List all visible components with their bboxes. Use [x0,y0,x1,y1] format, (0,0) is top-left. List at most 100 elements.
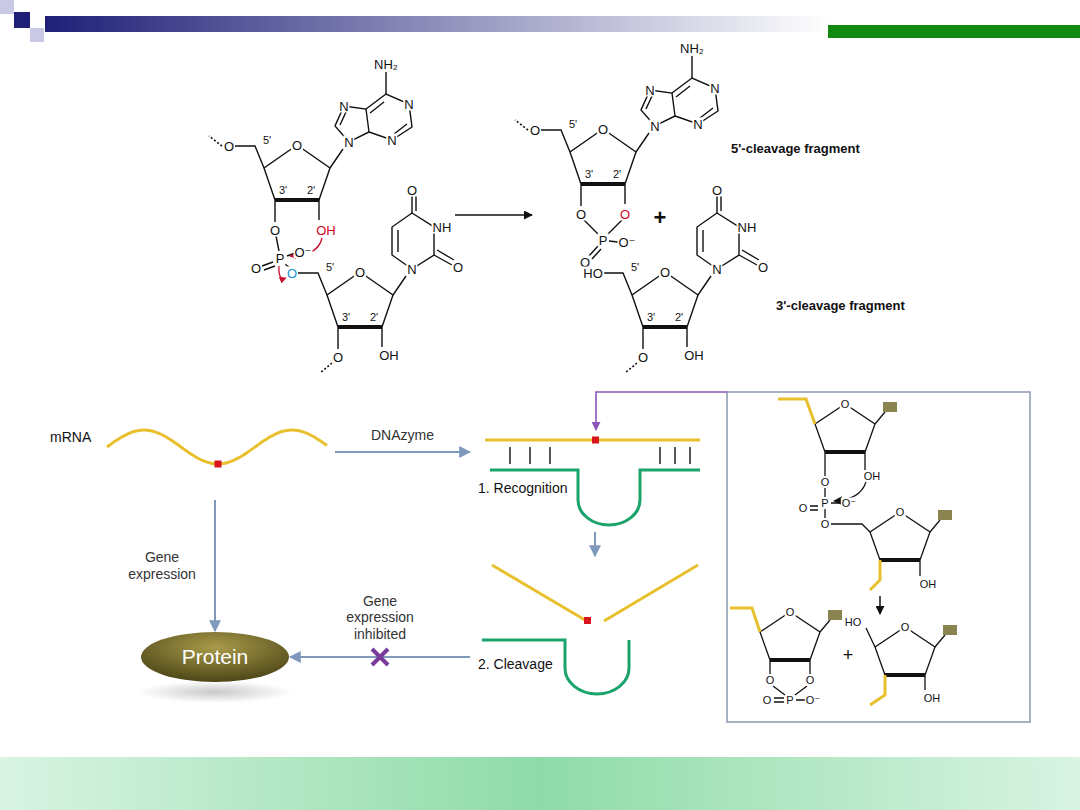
cleavage-site [592,437,599,444]
dnazyme-strand [490,470,700,525]
atom-label: O [619,208,631,221]
ribose-ring [815,402,897,452]
protein-ellipse: Protein [140,631,290,683]
node-label: 2. Cleavage [476,656,555,672]
atom-label: N [406,263,417,276]
atom-label: P [598,234,609,247]
atom-label: N [386,134,397,147]
position-label: 3' [646,312,656,323]
position-label: 3' [584,169,594,180]
atom-label: P [785,695,794,706]
chain-continuation [625,363,637,373]
atom-label: O⁻ [805,695,821,706]
ribose-ring [875,625,957,675]
atom-label: O [785,607,796,618]
atom-label: N [709,82,720,95]
atom-label: OH [923,693,942,704]
fragment-label: 3'-cleavage fragment [775,299,906,312]
pointer-line [596,392,727,430]
atom-label: O [900,622,911,633]
mrna-fragments [492,565,698,621]
atom-label: O [757,261,769,274]
atom-label: N [338,100,349,113]
atom-label: O [895,507,906,518]
atom-label: OH [919,579,938,590]
protein-shadow [137,681,293,703]
position-label: 5' [630,262,640,273]
atom-label: O [354,266,366,279]
atom-label: HO [844,617,863,628]
dinucleotide-structure [209,72,454,373]
atom-label: NH [432,221,453,234]
atom-label: NH₂ [679,42,705,55]
chain-continuation [515,120,528,130]
atom-label: O [269,224,281,237]
cleavage-stage: 2. Cleavage [470,556,705,712]
atom-label: O [286,267,298,280]
atom-label: O [223,140,235,153]
atom-label: O [765,675,776,686]
title-bar-accent [828,25,1080,38]
flow-arrow [214,500,216,631]
uracil-base [697,196,759,269]
atom-label: O [452,261,464,274]
node-label: Protein [182,645,249,669]
node-label: mRNA [48,429,93,445]
fragment-label: 5'-cleavage fragment [730,142,861,155]
atom-label: OH [863,471,882,482]
atom-label: NH₂ [373,58,399,71]
atom-label: O [762,695,773,706]
mrna-strand [107,430,327,464]
position-label: 5' [568,119,578,130]
atom-label: O [798,503,809,514]
reaction-arrow [455,214,532,216]
backbone-stub [730,399,885,705]
position-label: 2' [612,169,622,180]
recognition-stage: 1. Recognition [470,425,705,532]
atom-label: O [840,399,851,410]
cleavage-complex [482,565,698,694]
node-label: 1. Recognition [476,480,570,496]
atom-label: O [597,123,609,136]
title-bar [45,16,830,32]
atom-label: O [711,184,723,197]
plus-sign: + [842,646,855,664]
atom-label: O [332,351,344,364]
mrna-stage: mRNA [45,405,335,500]
position-label: 5' [262,135,272,146]
reaction-arrow [879,596,881,614]
edge-label: Gene expression inhibited [330,593,430,643]
atom-label: N [649,120,660,133]
cyclic-phosphate-bonds [584,220,622,259]
atom-label: O [805,675,816,686]
ribose-ring [235,145,343,222]
cleavage-site [584,617,591,624]
decor-square [14,12,30,28]
atom-label: O [820,477,831,488]
atom-label: OH [378,349,400,362]
inset-frame [727,392,1030,722]
mechanism-inset [596,392,1030,722]
edge-label: Gene expression [117,549,207,583]
bonds [770,452,925,702]
phosphate-bonds [262,236,295,270]
flow-arrow [594,532,596,556]
uracil-base [392,196,454,269]
atom-label: P [275,252,286,265]
atom-label: N [711,263,722,276]
ribose-ring [298,272,406,349]
atom-label: O [250,262,262,275]
atom-label: O [820,519,831,530]
footer-band [0,757,1080,810]
base-pairs [510,447,690,464]
decor-square [30,28,44,42]
atom-label: O⁻ [618,236,637,249]
atom-label: NH [737,221,758,234]
adenine-base [641,56,718,126]
cleavage-site [215,461,222,468]
chain-continuation [209,136,332,373]
atom-label: OH [315,224,337,237]
atom-label: O⁻ [841,498,857,509]
